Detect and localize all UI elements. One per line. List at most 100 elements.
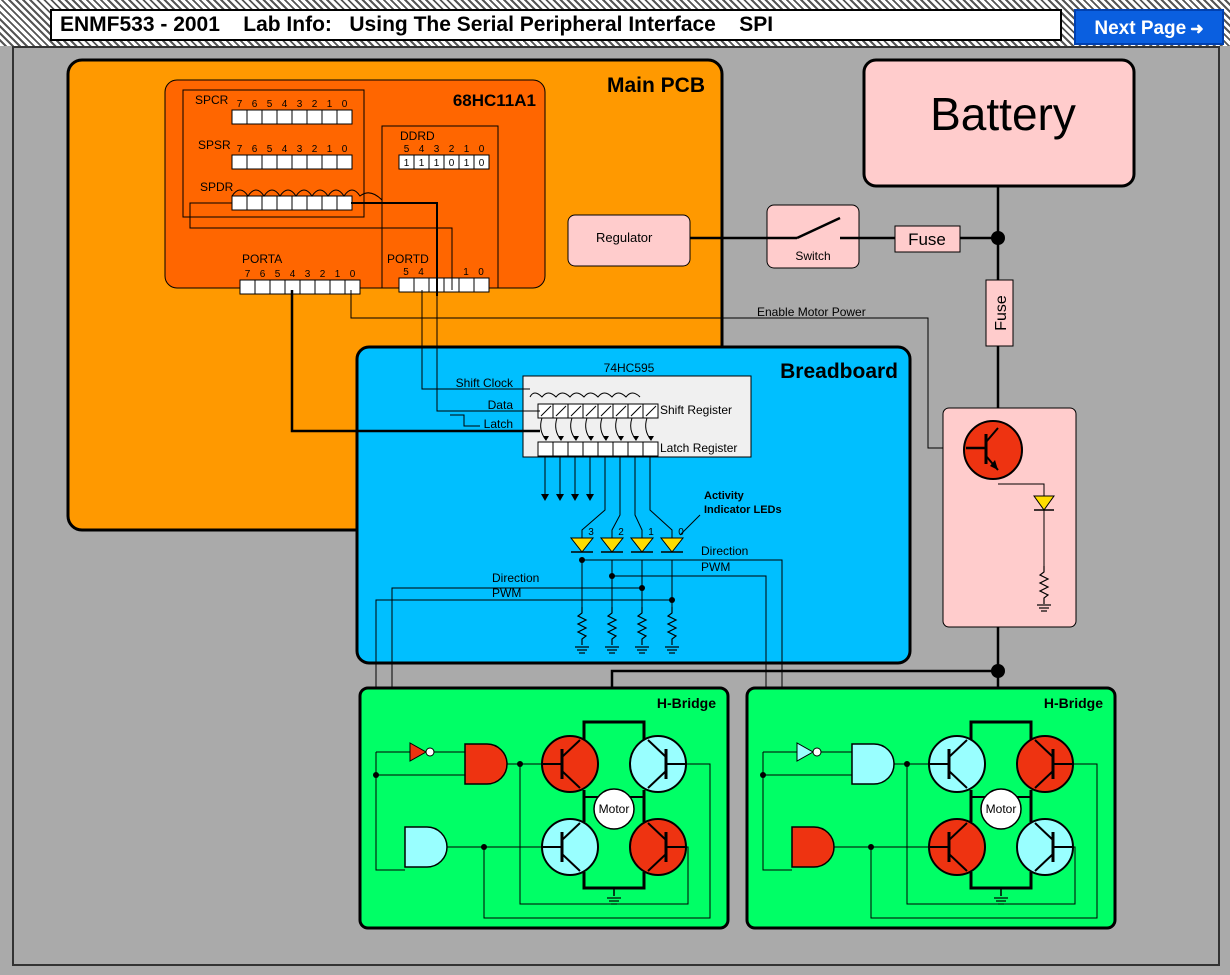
spsr-cell xyxy=(306,154,323,170)
latch-register-cell xyxy=(642,441,659,457)
spcr-bit-number: 6 xyxy=(252,99,258,110)
output-arrows xyxy=(541,494,594,501)
breadboard-label: Breadboard xyxy=(780,360,898,383)
spsr-cell xyxy=(321,154,338,170)
shift-cell-slash xyxy=(585,405,597,417)
portd-cell xyxy=(413,277,430,293)
portd-bit-number: 1 xyxy=(463,267,469,278)
ddrd-value: 0 xyxy=(479,158,485,169)
transistor-emitter xyxy=(647,770,667,789)
data-label: Data xyxy=(488,398,514,412)
porta-bit-number: 6 xyxy=(260,269,266,280)
page-title: ENMF533 - 2001 Lab Info: Using The Seria… xyxy=(50,9,1062,41)
transistor-emitter xyxy=(561,770,581,789)
fuse-label-2: Fuse xyxy=(993,295,1010,331)
portd-bit-number: 4 xyxy=(418,267,424,278)
porta-cell xyxy=(314,279,331,295)
transistor-collector xyxy=(561,739,581,758)
enable-motor-power-label: Enable Motor Power xyxy=(757,305,866,319)
h-bridge-left-label: H-Bridge xyxy=(657,695,716,711)
spcr-cell xyxy=(306,109,323,125)
ddrd-bit-number: 1 xyxy=(464,144,470,155)
and-gate-icon xyxy=(791,826,835,868)
h-bridge-board xyxy=(358,686,730,930)
spsr-cell xyxy=(246,154,263,170)
latch-pulse-icon xyxy=(450,414,480,427)
motor-icon xyxy=(980,788,1022,830)
shift-cell-slash xyxy=(540,405,552,417)
h-bridge-left: Motor xyxy=(358,686,730,930)
spcr-bit-number: 4 xyxy=(282,99,288,110)
spcr-bit-number: 2 xyxy=(312,99,318,110)
latch-register-cell xyxy=(612,441,629,457)
spdr-cell xyxy=(261,195,278,211)
spcr-bit-number: 1 xyxy=(327,99,333,110)
not-gate-bubble xyxy=(425,747,435,757)
spdr-cell xyxy=(246,195,263,211)
spcr-cell xyxy=(291,109,308,125)
h-bridge-right-label: H-Bridge xyxy=(1044,695,1103,711)
spcr-cell xyxy=(336,109,353,125)
motor-label: Motor xyxy=(986,802,1017,816)
ddrd-bit-number: 4 xyxy=(419,144,425,155)
transfer-arrow xyxy=(588,436,594,441)
transistor-collector xyxy=(948,739,968,758)
porta-cell xyxy=(329,279,346,295)
porta-bit-number: 4 xyxy=(290,269,296,280)
mcu-label: 68HC11A1 xyxy=(453,91,536,110)
gate-junction xyxy=(481,844,487,850)
spcr-bit-number: 0 xyxy=(342,99,348,110)
shift-cell-slash xyxy=(570,405,582,417)
latch-register-cell xyxy=(567,441,584,457)
spdr-loop-wire xyxy=(189,202,453,290)
pwm-right-label: PWM xyxy=(701,560,730,574)
latch-register-cell xyxy=(537,441,554,457)
ddrd-label: DDRD xyxy=(400,129,435,143)
spdr-cell xyxy=(306,195,323,211)
ddrd-value: 0 xyxy=(449,158,455,169)
ddrd-value: 1 xyxy=(434,158,440,169)
spsr-bit-number: 7 xyxy=(237,144,243,155)
transfer-arrow xyxy=(618,436,624,441)
spsr-cell xyxy=(336,154,353,170)
cross-wire-1 xyxy=(906,764,1076,905)
breadboard xyxy=(355,345,912,665)
and-gate-icon xyxy=(464,743,508,785)
porta-bit-number: 2 xyxy=(320,269,326,280)
shift-cell-slash xyxy=(615,405,627,417)
ddrd-value: 1 xyxy=(464,158,470,169)
indicator-wire xyxy=(998,483,1045,496)
spcr-bit-number: 3 xyxy=(297,99,303,110)
porta-bit-number: 5 xyxy=(275,269,281,280)
latch-register-cell xyxy=(552,441,569,457)
spcr-cell xyxy=(231,109,248,125)
transistor-collector xyxy=(1034,822,1054,841)
spsr-bit-number: 5 xyxy=(267,144,273,155)
shift-clock-label: Shift Clock xyxy=(456,376,514,390)
transistor-collector xyxy=(647,739,667,758)
shift-register-cells xyxy=(537,403,659,457)
ddrd-bit-number: 3 xyxy=(434,144,440,155)
gate-junction xyxy=(517,761,523,767)
transfer-arrow xyxy=(648,436,654,441)
porta-cell xyxy=(239,279,256,295)
spdr-cell xyxy=(231,195,248,211)
ddrd-value: 1 xyxy=(404,158,410,169)
next-page-button[interactable]: Next Page➜ xyxy=(1074,9,1224,45)
fuse-horizontal xyxy=(894,225,961,253)
direction-left-label: Direction xyxy=(492,571,539,585)
power-node-2 xyxy=(991,664,1005,678)
dir-bottom-wire xyxy=(762,752,792,871)
spcr-bit-number: 7 xyxy=(237,99,243,110)
ddrd-bit-number: 0 xyxy=(479,144,485,155)
cross-wire-2 xyxy=(483,763,711,919)
gate-junction xyxy=(904,761,910,767)
portd-cell xyxy=(458,277,475,293)
porta-cell xyxy=(254,279,271,295)
latch-register-cell xyxy=(582,441,599,457)
switch-label: Switch xyxy=(795,249,830,263)
led-number: 1 xyxy=(648,527,654,538)
main-pcb-label: Main PCB xyxy=(607,74,705,97)
spsr-bit-number: 3 xyxy=(297,144,303,155)
gate-junction xyxy=(868,844,874,850)
